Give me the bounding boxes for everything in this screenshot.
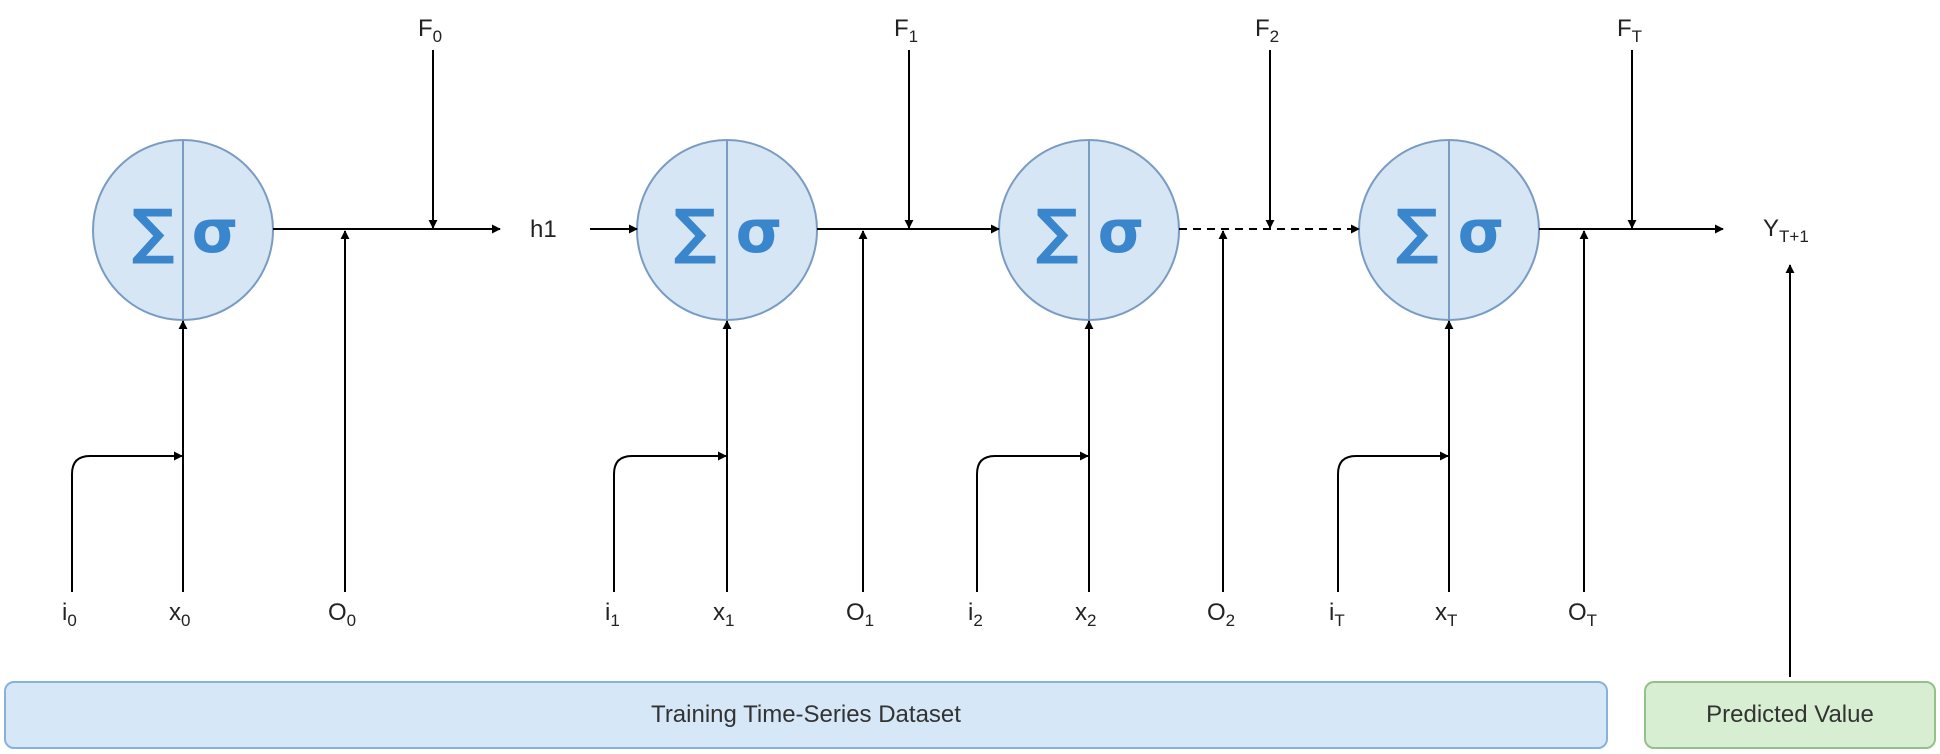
input-gate-connectors: [71, 451, 1449, 592]
label-o0: O0: [328, 599, 356, 630]
output-arrows: [340, 230, 1795, 677]
cell-2: ∑ σ: [998, 139, 1180, 321]
cell-2-sigma-symbol: σ: [1098, 197, 1145, 267]
label-f2: F2: [1255, 15, 1279, 46]
cell-1-sum-symbol: ∑: [673, 197, 716, 267]
label-i1: i1: [605, 599, 620, 630]
cell-1: ∑ σ: [636, 139, 818, 321]
label-o2: O2: [1207, 599, 1235, 630]
label-y-t-plus-1: YT+1: [1763, 215, 1809, 246]
connector-it-xt: [1337, 451, 1449, 592]
label-xt: xT: [1435, 599, 1457, 630]
label-h1: h1: [530, 216, 557, 243]
cell-t-sum-symbol: ∑: [1395, 197, 1438, 267]
cell-0: ∑ σ: [92, 139, 274, 321]
predicted-value-label: Predicted Value: [1706, 701, 1874, 728]
cell-t: ∑ σ: [1358, 139, 1540, 321]
cell-2-sum-symbol: ∑: [1035, 197, 1078, 267]
input-arrows: [178, 320, 1454, 592]
forget-arrows: [428, 50, 1637, 229]
label-ot: OT: [1568, 599, 1597, 630]
label-f1: F1: [894, 15, 918, 46]
label-it: iT: [1329, 599, 1345, 630]
cell-t-sigma-symbol: σ: [1458, 197, 1505, 267]
training-dataset-label: Training Time-Series Dataset: [651, 701, 961, 728]
label-ft: FT: [1617, 15, 1642, 46]
cell-1-sigma-symbol: σ: [736, 197, 783, 267]
connector-i2-x2: [976, 451, 1089, 592]
label-o1: O1: [846, 599, 874, 630]
predicted-value-band: Predicted Value: [1644, 681, 1936, 749]
cell-0-sigma-symbol: σ: [192, 197, 239, 267]
cell-0-sum-symbol: ∑: [131, 197, 174, 267]
connector-i1-x1: [613, 451, 727, 592]
label-x1: x1: [713, 599, 734, 630]
label-i2: i2: [968, 599, 983, 630]
label-f0: F0: [418, 15, 442, 46]
label-x2: x2: [1075, 599, 1096, 630]
label-i0: i0: [62, 599, 77, 630]
training-dataset-band: Training Time-Series Dataset: [4, 681, 1608, 749]
connector-i0-x0: [71, 451, 183, 592]
label-x0: x0: [169, 599, 190, 630]
